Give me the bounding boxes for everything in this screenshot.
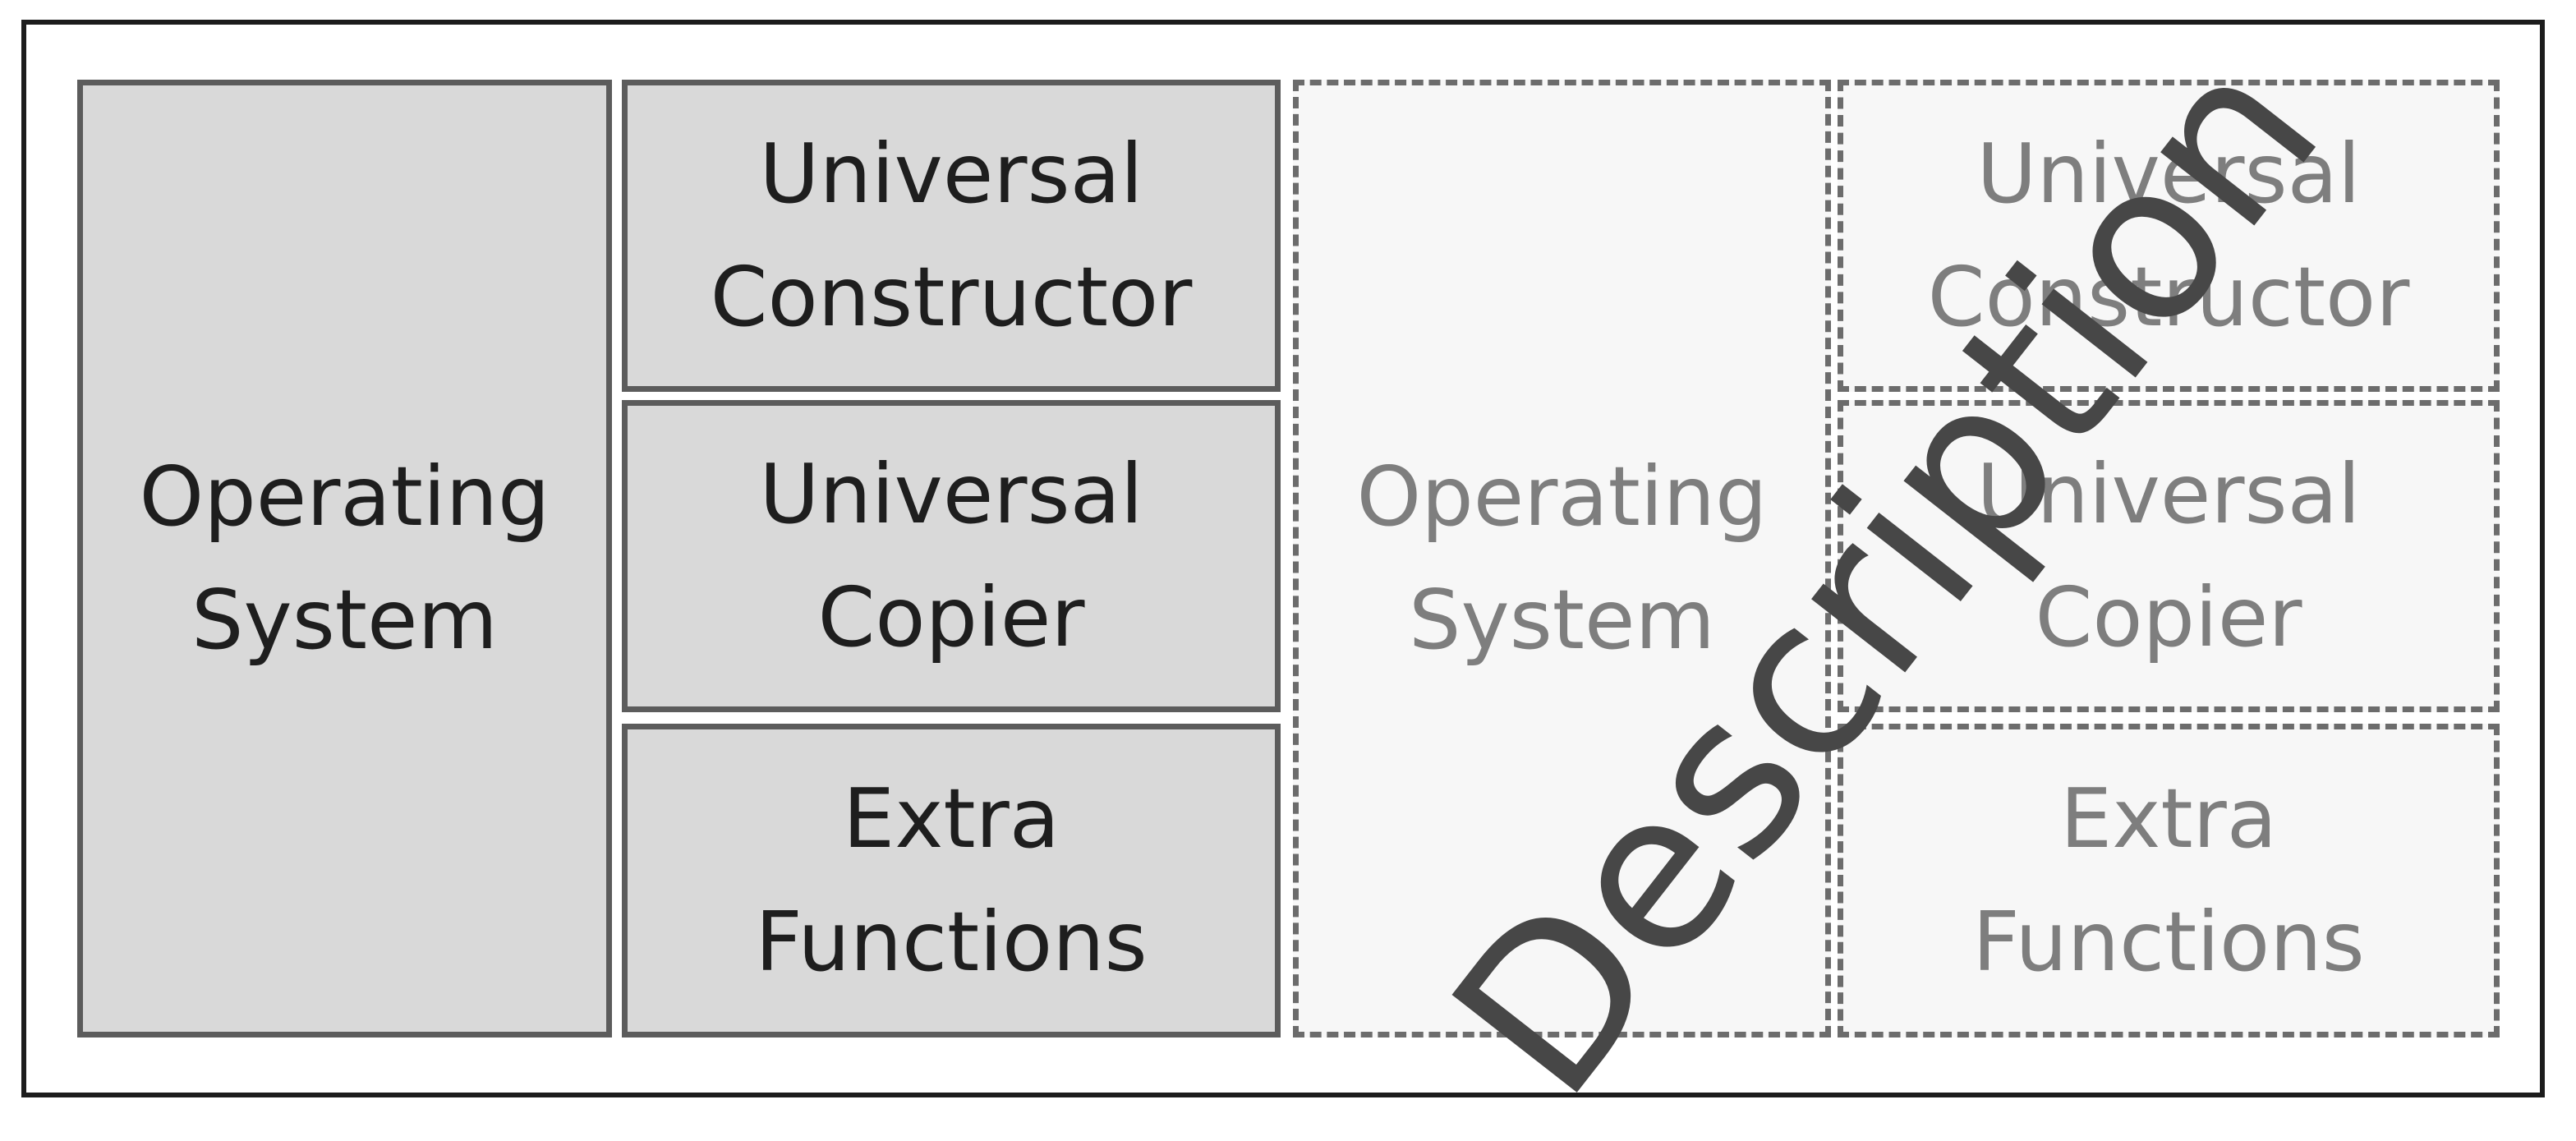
description-os-line-1: Operating — [1356, 449, 1768, 545]
description-os-box: Operating System — [1293, 80, 1831, 1037]
description-universal-constructor-box: Universal Constructor — [1838, 80, 2500, 392]
description-universal-copier-line-2: Copier — [2035, 569, 2302, 665]
description-universal-constructor-line-1: Universal — [1976, 126, 2361, 222]
os-box: Operating System — [77, 80, 612, 1037]
description-extra-functions-box: Extra Functions — [1838, 724, 2500, 1037]
extra-functions-line-2: Functions — [755, 894, 1148, 990]
os-box-line-1: Operating — [139, 449, 550, 545]
description-universal-copier-line-1: Universal — [1976, 446, 2361, 542]
description-extra-functions-line-1: Extra — [2060, 771, 2277, 867]
universal-copier-box: Universal Copier — [622, 400, 1281, 712]
universal-constructor-box: Universal Constructor — [622, 80, 1281, 392]
description-universal-copier-box: Universal Copier — [1838, 400, 2500, 712]
description-universal-constructor-line-2: Constructor — [1927, 249, 2410, 345]
extra-functions-line-1: Extra — [843, 771, 1060, 867]
extra-functions-box: Extra Functions — [622, 724, 1281, 1037]
universal-constructor-line-2: Constructor — [710, 249, 1193, 345]
os-box-line-2: System — [191, 572, 498, 668]
description-os-line-2: System — [1409, 572, 1715, 668]
universal-copier-line-2: Copier — [817, 569, 1085, 665]
universal-copier-line-1: Universal — [759, 446, 1143, 542]
description-extra-functions-line-2: Functions — [1972, 894, 2365, 990]
universal-constructor-line-1: Universal — [759, 126, 1143, 222]
